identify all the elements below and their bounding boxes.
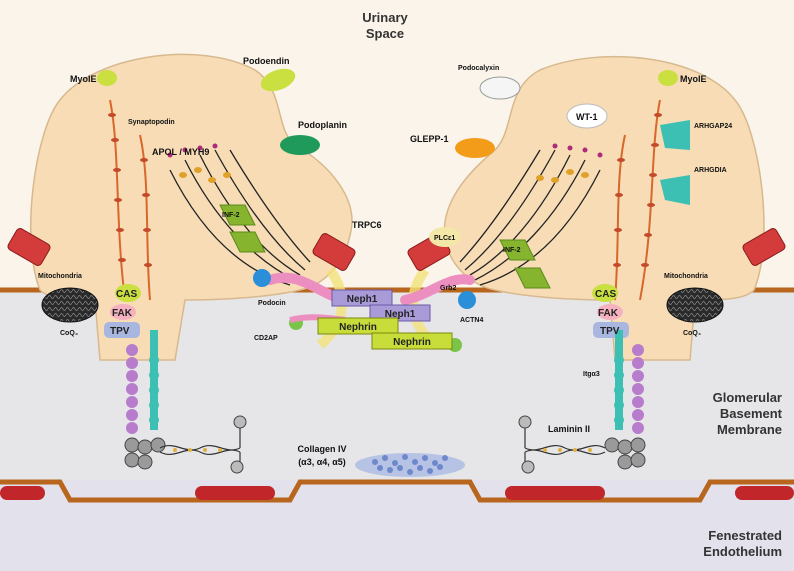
right-cas-label: CAS	[595, 289, 616, 300]
right-coq-label: CoQ₄	[683, 330, 701, 337]
right-integrin-chains	[604, 330, 646, 470]
left-actin-filaments	[109, 99, 151, 301]
plce1-oval	[429, 227, 461, 247]
arhgap24-label: ARHGAP24	[694, 123, 732, 130]
right-laminin-helix	[524, 425, 606, 465]
arhgap24-blob	[660, 120, 690, 150]
synaptopodin-label: Synaptopodin	[128, 119, 175, 126]
left-mitochondria-label: Mitochondria	[38, 273, 82, 280]
collagen-label-1: Collagen IV	[297, 444, 346, 454]
trpc6-label: TRPC6	[352, 220, 382, 230]
left-inf2-label: INF-2	[222, 212, 240, 219]
left-laminin-end-bottom	[230, 460, 244, 474]
right-inf2-shapes	[499, 239, 551, 289]
left-laminin-end-top	[233, 415, 247, 429]
right-actin-filaments	[614, 99, 661, 301]
left-myosin-heads	[179, 167, 231, 183]
left-laminin-beads	[173, 448, 222, 452]
nephrin-label-a: Nephrin	[339, 322, 377, 333]
grb2-label: Grb2	[440, 285, 456, 292]
right-inf2-label: INF-2	[503, 247, 521, 254]
podoendin-oval	[260, 68, 296, 92]
right-myo1e-label: MyoIE	[680, 74, 707, 84]
podoendin-label: Podoendin	[243, 56, 290, 66]
collagen-iv-mesh	[355, 453, 465, 477]
podoplanin-oval	[280, 135, 320, 155]
right-myosin-heads	[536, 169, 589, 183]
right-cytoskeleton-arcs	[459, 149, 601, 286]
podocalyxin-oval	[479, 76, 521, 100]
left-focal-adhesion	[104, 284, 141, 338]
gbm-label-1: Glomerular	[713, 390, 782, 405]
plce1-label: PLCε1	[434, 235, 455, 242]
right-actin-beads	[613, 113, 662, 267]
laminin-label: Laminin II	[548, 424, 590, 434]
left-fak-label: FAK	[112, 308, 133, 319]
right-laminin-beads	[543, 448, 592, 452]
endothelium-membrane	[0, 479, 794, 503]
left-inf2-shapes	[219, 204, 266, 253]
left-integrin-chains	[124, 330, 166, 470]
endothelial-cells	[0, 486, 794, 500]
neph1-box-b	[369, 304, 431, 322]
left-actin-beads	[108, 113, 152, 267]
collagen-label-2: (α3, α4, α5)	[298, 457, 346, 467]
gbm-label-3: Membrane	[717, 422, 782, 437]
left-tpv-label: TPV	[110, 326, 130, 337]
right-tpv-label: TPV	[600, 326, 620, 337]
neph1-label-b: Neph1	[385, 309, 416, 320]
actn4-label: ACTN4	[460, 317, 483, 324]
itga3-label: Itgα3	[583, 371, 600, 378]
right-laminin-end-top	[518, 415, 532, 429]
glepp1-oval	[455, 138, 495, 158]
arhgdia-blob	[660, 175, 690, 205]
right-myo1e-blob	[658, 70, 678, 86]
left-cytoskeleton-arcs	[169, 149, 311, 286]
left-coq-label: CoQ₄	[60, 330, 78, 337]
right-mitochondria-label: Mitochondria	[664, 273, 708, 280]
gbm-label-2: Basement	[720, 406, 783, 421]
right-focal-adhesion	[592, 284, 629, 338]
nephrin-label-b: Nephrin	[393, 337, 431, 348]
endothelium-area	[0, 480, 794, 571]
left-cas-label: CAS	[116, 289, 137, 300]
urinary-space-label-1: Urinary	[362, 10, 408, 25]
left-mitochondria	[41, 287, 99, 323]
left-apol-dots	[167, 143, 218, 158]
left-laminin-helix	[159, 425, 241, 465]
right-mitochondria	[666, 287, 724, 323]
cd2ap-label: CD2AP	[254, 335, 278, 342]
right-fak-label: FAK	[598, 308, 619, 319]
neph1-label-a: Neph1	[347, 294, 378, 305]
nephrin-box-b	[371, 332, 453, 350]
neph1-box-a	[331, 289, 393, 307]
left-myo1e-label: MyoIE	[70, 74, 97, 84]
endothelium-label-2: Endothelium	[703, 544, 782, 559]
right-podocin-arc	[400, 274, 476, 352]
right-laminin-end-bottom	[521, 460, 535, 474]
glepp1-label: GLEPP-1	[410, 134, 449, 144]
arhgdia-label: ARHGDIA	[694, 167, 727, 174]
left-myo1e-blob	[97, 70, 117, 86]
urinary-space-label-2: Space	[366, 26, 404, 41]
podocin-label: Podocin	[258, 300, 286, 307]
apol-myh9-label: APOL / MYH9	[152, 147, 209, 157]
wt1-label: WT-1	[576, 112, 598, 122]
endothelium-label-1: Fenestrated	[708, 528, 782, 543]
podoplanin-label: Podoplanin	[298, 120, 347, 130]
wt1-oval	[566, 103, 608, 129]
nephrin-box-a	[317, 317, 399, 335]
right-dots	[552, 143, 603, 158]
podocalyxin-label: Podocalyxin	[458, 65, 499, 72]
